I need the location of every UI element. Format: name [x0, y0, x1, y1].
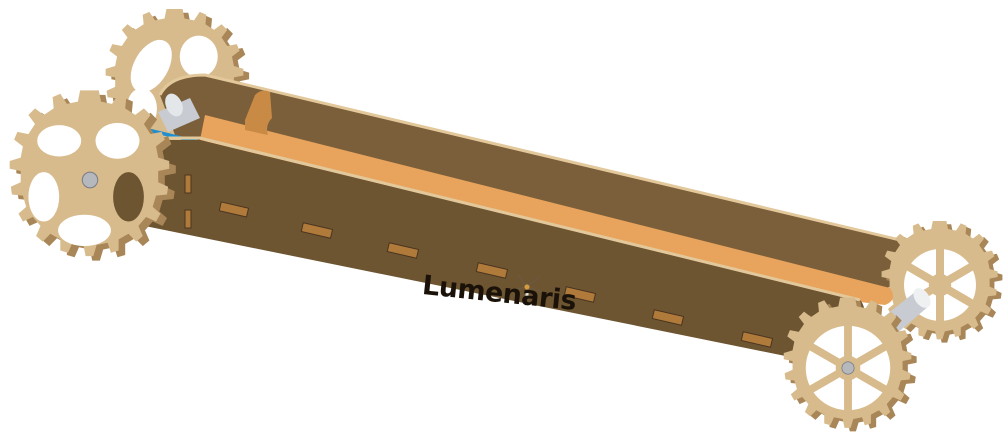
rear-near-wheel	[9, 90, 176, 261]
deck	[200, 115, 894, 305]
front-near-wheel	[783, 297, 917, 432]
chassis-far-panel	[160, 75, 931, 300]
chassis-side-panel	[95, 140, 865, 362]
rear-axle	[158, 93, 200, 132]
hook	[245, 90, 272, 135]
candle-logo-icon	[511, 274, 543, 300]
panel-slots	[184, 174, 774, 348]
